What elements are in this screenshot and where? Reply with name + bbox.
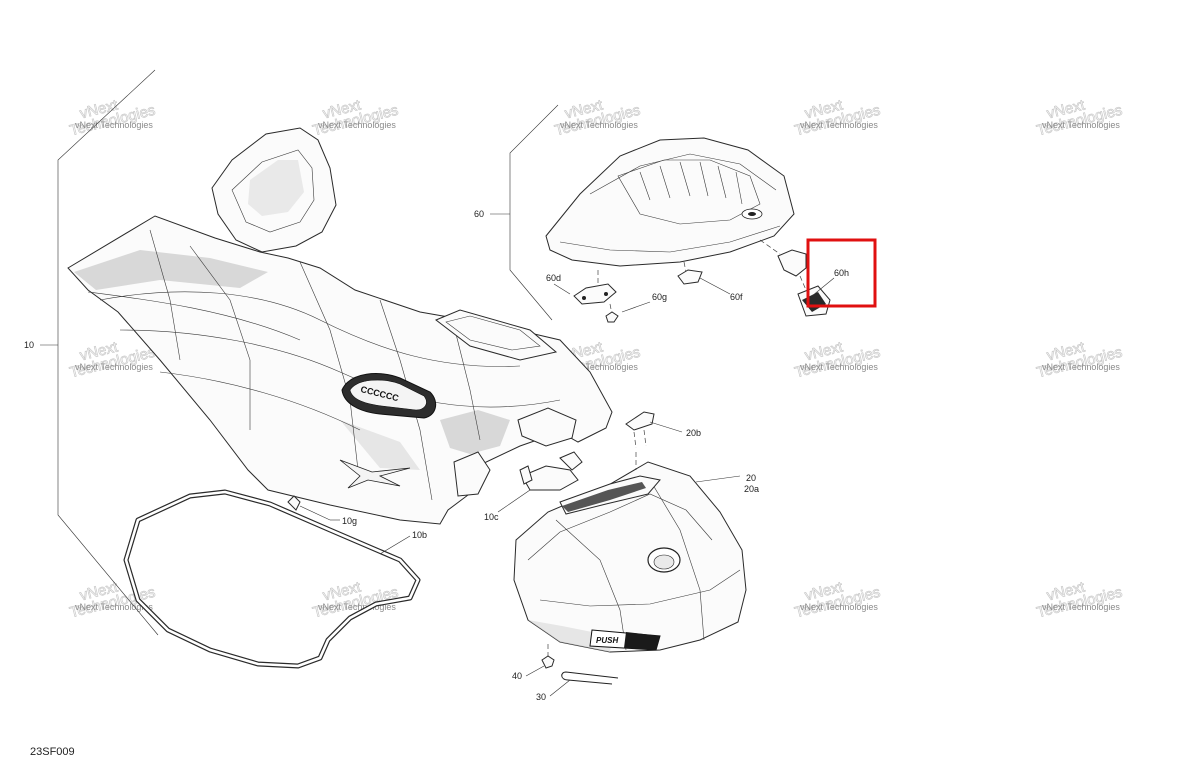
svg-text:vNext Technologies: vNext Technologies [1042,602,1120,612]
watermark: vNext Technologies vNext Technologies [68,338,158,382]
svg-text:vNext Technologies: vNext Technologies [800,362,878,372]
callout-10c: 10c [484,512,499,522]
watermark: vNext Technologies vNext Technologies [311,96,401,140]
callout-20a: 20a [744,484,759,494]
watermark: vNext Technologies vNext Technologies [553,96,643,140]
callout-30: 30 [536,692,546,702]
nut-40 [541,655,555,669]
seat-assembly-10: CCCCCC [67,127,613,525]
callout-20: 20 [746,473,756,483]
watermark: vNext Technologies vNext Technologies [1035,338,1125,382]
svg-text:vNext Technologies: vNext Technologies [560,362,638,372]
svg-text:vNext Technologies: vNext Technologies [800,602,878,612]
callout-60f: 60f [730,292,743,302]
svg-text:vNext Technologies: vNext Technologies [318,120,396,130]
callout-40: 40 [512,671,522,681]
svg-text:vNext Technologies: vNext Technologies [1042,120,1120,130]
watermark: vNext Technologies vNext Technologies [793,96,883,140]
watermark: vNext Technologies vNext Technologies [793,338,883,382]
passenger-seat-60 [545,137,795,267]
callout-60h: 60h [834,268,849,278]
callout-20b: 20b [686,428,701,438]
clip-60f [677,261,703,285]
x-logo [339,459,411,489]
callout-10b: 10b [412,530,427,540]
watermark: vNext Technologies vNext Technologies [68,96,158,140]
pin-30 [561,671,619,685]
callout-60g: 60g [652,292,667,302]
callout-labels: 10 60 60d 60g 60f 60h 20b 20 20a 10c 10g… [24,209,849,702]
watermark: vNext Technologies vNext Technologies [793,578,883,622]
callout-10g: 10g [342,516,357,526]
svg-text:vNext Technologies: vNext Technologies [75,602,153,612]
svg-text:vNext Technologies: vNext Technologies [318,602,396,612]
bracket-60 [490,104,559,321]
reference-code: 23SF009 [30,746,75,758]
bracket-10c [519,451,583,491]
callout-60d: 60d [546,273,561,283]
push-label-text: PUSH [596,636,618,645]
gasket-10b [123,489,421,669]
storage-tray-20: PUSH [513,461,747,656]
latch-20b [625,411,655,470]
callout-10: 10 [24,340,34,350]
svg-text:vNext Technologies: vNext Technologies [560,120,638,130]
seat-badge: CCCCCC [341,373,437,419]
screw-60g [605,303,619,323]
bracket-10 [40,69,159,636]
svg-text:vNext Technologies: vNext Technologies [75,120,153,130]
watermark: vNext Technologies vNext Technologies [1035,578,1125,622]
clip-10g [287,495,340,521]
push-label: PUSH [589,629,661,651]
svg-text:vNext Technologies: vNext Technologies [800,120,878,130]
watermark: vNext Technologies vNext Technologies [1035,96,1125,140]
svg-text:vNext Technologies: vNext Technologies [75,362,153,372]
svg-text:vNext Technologies: vNext Technologies [1042,362,1120,372]
leader-lines [379,277,835,697]
watermark: vNext Technologies vNext Technologies [68,578,158,622]
highlight-box-60h [806,238,877,308]
callout-60: 60 [474,209,484,219]
bracket-60d [573,270,617,305]
